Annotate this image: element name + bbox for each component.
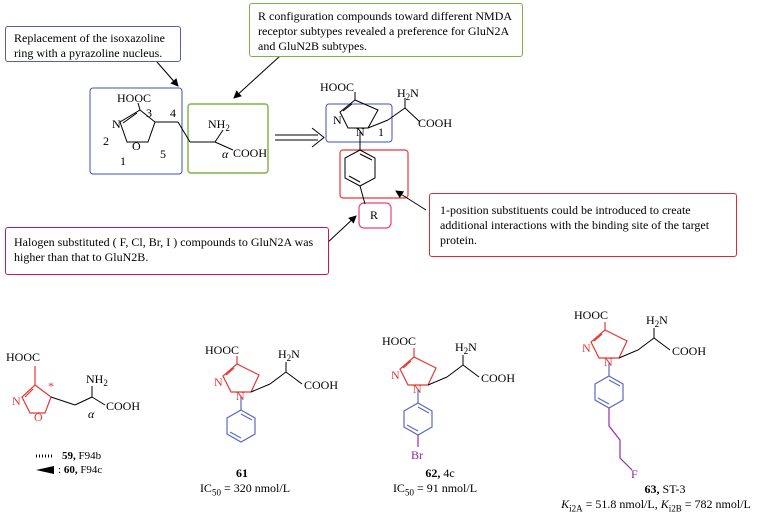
halogen-callout: Halogen substituted ( F, Cl, Br, I ) com… <box>5 227 329 275</box>
atom-cooh-label: COOH <box>481 371 515 385</box>
stereo-star-label: * <box>48 379 54 393</box>
alpha-label: α <box>88 407 95 421</box>
atom-hooc-label: HOOC <box>574 308 608 322</box>
locant-5-label: 5 <box>160 147 166 161</box>
atom-nh2-label: NH2 <box>208 117 230 133</box>
locant-1-label: 1 <box>378 125 384 139</box>
compound-62-caption: 62, 4c <box>425 466 455 480</box>
atom-hooc-label: HOOC <box>6 350 40 364</box>
atom-h2n-label: H2N <box>278 347 300 363</box>
isoxazoline-highlight-box <box>89 87 183 175</box>
compound-61-ic50: IC50 = 320 nmol/L <box>199 481 291 498</box>
isoxazoline-scaffold: HOOC 3 4 N 2 O 1 5 NH2 α COOH <box>89 87 269 175</box>
atom-hooc-label: HOOC <box>382 334 416 348</box>
atom-n-label: N <box>112 117 121 131</box>
compound-62-structure: HOOC H2N N N COOH Br <box>382 334 515 462</box>
compound-63-structure: HOOC H2N N N COOH F <box>574 308 706 481</box>
atom-br-label: Br <box>411 448 423 462</box>
atom-cooh-label: COOH <box>672 344 706 358</box>
compound-63-caption: 63, ST-3 <box>644 482 686 496</box>
atom-hooc-label: HOOC <box>117 91 151 105</box>
atom-n-label: N <box>236 389 245 403</box>
locant-4-label: 4 <box>170 106 176 120</box>
atom-h2n-label: H2N <box>455 340 477 356</box>
atom-hooc-label: HOOC <box>205 343 239 357</box>
atom-n-label: N <box>333 113 342 127</box>
amino-acid-highlight-box <box>187 103 269 174</box>
compound-61-structure: HOOC H2N N N COOH <box>205 343 338 443</box>
atom-n-label: N <box>413 382 422 396</box>
pyrazoline-scaffold: HOOC H2N N N 1 COOH R <box>320 80 452 229</box>
atom-hooc-label: HOOC <box>320 80 354 94</box>
isoxazoline-callout: Replacement of the isoxazoline ring with… <box>5 26 181 62</box>
atom-cooh-label: COOH <box>106 399 140 413</box>
atom-f-label: F <box>631 467 638 481</box>
atom-n-label: N <box>356 125 365 139</box>
r-group-label: R <box>370 208 378 222</box>
compound-63-ki: Ki2A = 51.8 nmol/L, Ki2B = 782 nmol/L <box>561 497 751 514</box>
atom-o-label: O <box>132 139 141 153</box>
transformation-arrow <box>275 127 325 148</box>
atom-h2n-label: H2N <box>397 86 419 102</box>
locant-2-label: 2 <box>103 134 109 148</box>
pyrazoline-highlight-box <box>325 103 393 143</box>
wedge-bond-legend <box>36 466 54 474</box>
locant-3-label: 3 <box>146 106 152 120</box>
r-group-highlight-box <box>358 202 392 229</box>
locant-1-label: 1 <box>120 154 126 168</box>
atom-o-label: O <box>34 410 43 424</box>
atom-cooh-label: COOH <box>418 116 452 130</box>
atom-n-label: N <box>214 375 223 389</box>
compound-59-60-structure: HOOC NH2 N O * α COOH <box>6 350 140 474</box>
atom-cooh-label: COOH <box>233 146 267 160</box>
compound-61-caption: 61 <box>236 466 248 480</box>
alpha-label: α <box>222 147 229 161</box>
compound-59-caption: 59, F94b <box>62 450 102 462</box>
atom-n-label: N <box>604 355 613 369</box>
atom-n-label: N <box>12 394 21 408</box>
atom-n-label: N <box>582 341 591 355</box>
aryl-highlight-box <box>339 149 409 199</box>
atom-n-label: N <box>391 368 400 382</box>
compound-60-caption: : 60, F94c <box>58 464 103 476</box>
position1-callout: 1-position substituents could be introdu… <box>429 193 737 257</box>
atom-cooh-label: COOH <box>304 378 338 392</box>
r-configuration-callout: R configuration compounds toward differe… <box>249 3 523 57</box>
atom-nh2-label: NH2 <box>86 372 108 388</box>
atom-h2n-label: H2N <box>646 313 668 329</box>
compound-62-ic50: IC50 = 91 nmol/L <box>392 481 478 498</box>
callout-arrows <box>156 55 427 245</box>
